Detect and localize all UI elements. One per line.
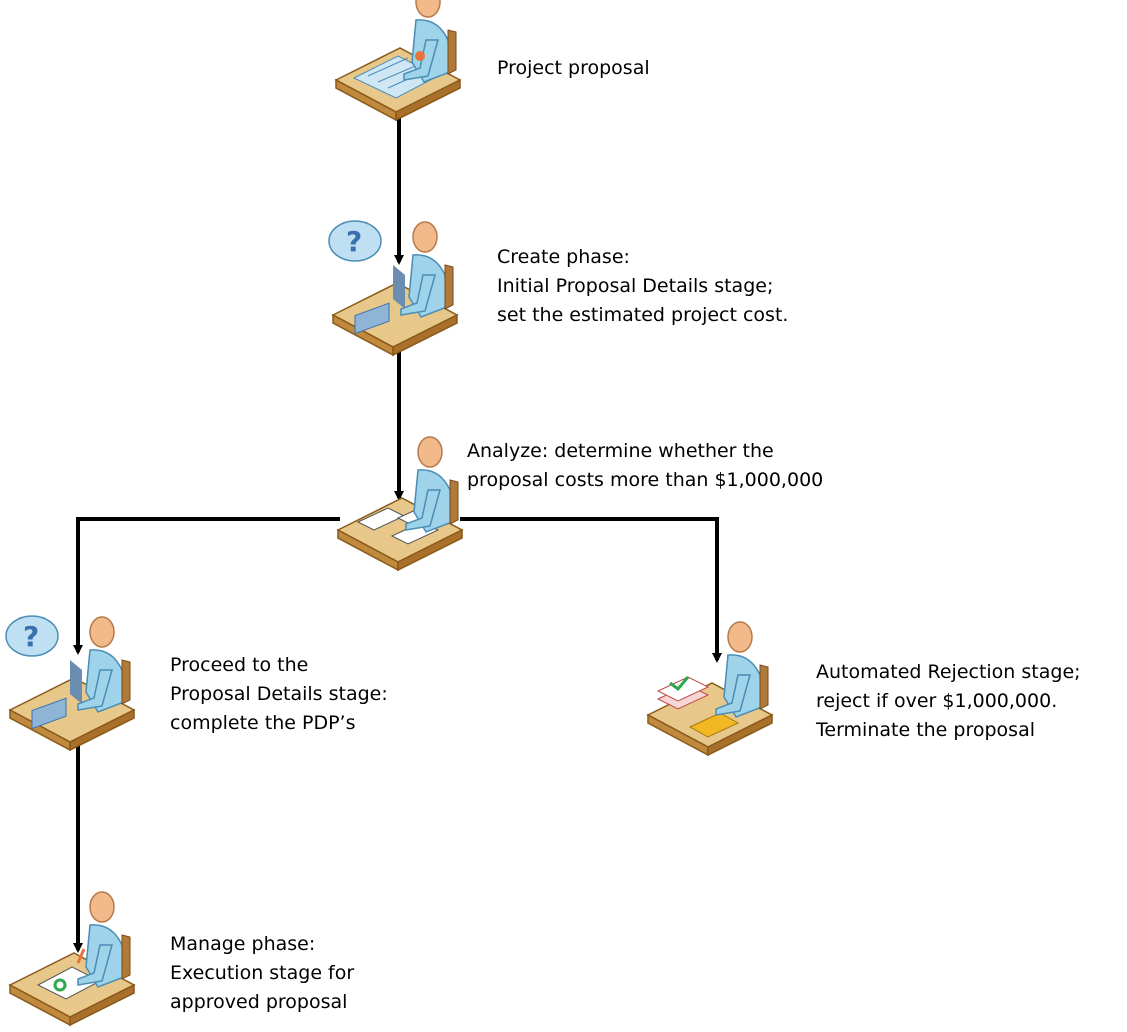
label-line: Manage phase: <box>170 933 316 955</box>
label-line: Execution stage for <box>170 962 355 984</box>
svg-text:?: ? <box>23 620 39 653</box>
label-line: Proposal Details stage: <box>170 683 388 705</box>
label-automated-rejection: Automated Rejection stage; reject if ove… <box>816 658 1081 745</box>
connector-analyze-to-proposal-details <box>73 517 340 655</box>
label-line: Project proposal <box>497 57 650 79</box>
label-line: set the estimated project cost. <box>497 304 789 326</box>
desk-worker-papers-icon <box>337 436 463 571</box>
desk-worker-signing-icon <box>9 891 135 1026</box>
desk-worker-phone-question-icon: ? <box>5 615 135 751</box>
connectors <box>73 112 722 953</box>
label-line: Terminate the proposal <box>816 719 1036 741</box>
label-line: reject if over $1,000,000. <box>816 690 1058 712</box>
desk-worker-phone-question-icon: ? <box>328 220 458 356</box>
label-line: approved proposal <box>170 991 348 1013</box>
label-line: Proceed to the <box>170 654 309 676</box>
label-line: Create phase: <box>497 246 630 268</box>
label-create-phase: Create phase: Initial Proposal Details s… <box>497 243 788 330</box>
label-manage-phase: Manage phase: Execution stage for approv… <box>170 930 354 1017</box>
label-line: Analyze: determine whether the <box>467 440 774 462</box>
label-analyze: Analyze: determine whether the proposal … <box>467 437 823 495</box>
label-proposal-details: Proceed to the Proposal Details stage: c… <box>170 651 388 738</box>
label-project-proposal: Project proposal <box>497 54 650 83</box>
label-line: Initial Proposal Details stage; <box>497 275 774 297</box>
desk-worker-blueprint-icon <box>335 0 461 121</box>
svg-text:?: ? <box>346 225 362 258</box>
connector-analyze-to-rejection <box>460 517 722 663</box>
label-line: complete the PDP’s <box>170 712 356 734</box>
desk-worker-stamp-approval-icon <box>647 621 773 756</box>
label-line: Automated Rejection stage; <box>816 661 1081 683</box>
label-line: proposal costs more than $1,000,000 <box>467 469 824 491</box>
